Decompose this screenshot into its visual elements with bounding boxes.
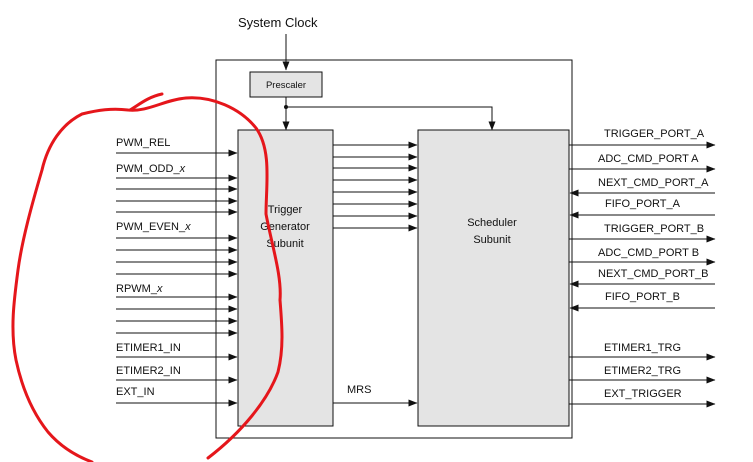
scheduler-block [417,129,570,427]
outer-enclosure [215,59,573,439]
port-label-adc-cmd-port-b: ADC_CMD_PORT B [598,247,699,259]
port-label-fifo-port-a: FIFO_PORT_A [605,198,681,210]
input-label-pwm-even: PWM_EVEN_x [116,221,191,233]
prescaler-to-scheduler [286,106,496,131]
port-label-fifo-port-b: FIFO_PORT_B [605,291,680,303]
input-label-etimer1-in: ETIMER1_IN [116,342,181,354]
scheduler-block-line1: Scheduler [467,217,517,229]
port-label-etimer1-trg: ETIMER1_TRG [604,342,681,354]
port-arrows [569,141,716,408]
trigger-generator-block [237,129,334,427]
internal-bus-arrows [333,141,418,407]
port-label-etimer2-trg: ETIMER2_TRG [604,365,681,377]
port-label-trigger-port-b: TRIGGER_PORT_B [604,223,704,235]
input-label-ext-in: EXT_IN [116,386,155,398]
trigger-block-line3: Subunit [266,238,303,250]
mrs-label: MRS [347,384,371,396]
input-label-pwm-odd: PWM_ODD_x [116,163,186,175]
prescaler-block [249,71,323,98]
trigger-block-line1: Trigger [268,204,303,216]
trigger-block-line2: Generator [260,221,310,233]
port-label-next-cmd-port-b: NEXT_CMD_PORT_B [598,268,708,280]
input-label-etimer2-in: ETIMER2_IN [116,365,181,377]
port-label-next-cmd-port-a: NEXT_CMD_PORT_A [598,177,709,189]
scheduler-block-line2: Subunit [473,234,510,246]
input-label-rpwm: RPWM_x [116,283,163,295]
system-clock-label: System Clock [238,15,318,30]
input-arrows [116,149,238,407]
port-label-trigger-port-a: TRIGGER_PORT_A [604,128,705,140]
port-label-adc-cmd-port-a: ADC_CMD_PORT A [598,153,699,165]
red-annotation-hook [128,92,164,112]
port-label-ext-trigger: EXT_TRIGGER [604,388,682,400]
prescaler-label: Prescaler [266,80,306,91]
input-label-pwm-rel: PWM_REL [116,137,170,149]
